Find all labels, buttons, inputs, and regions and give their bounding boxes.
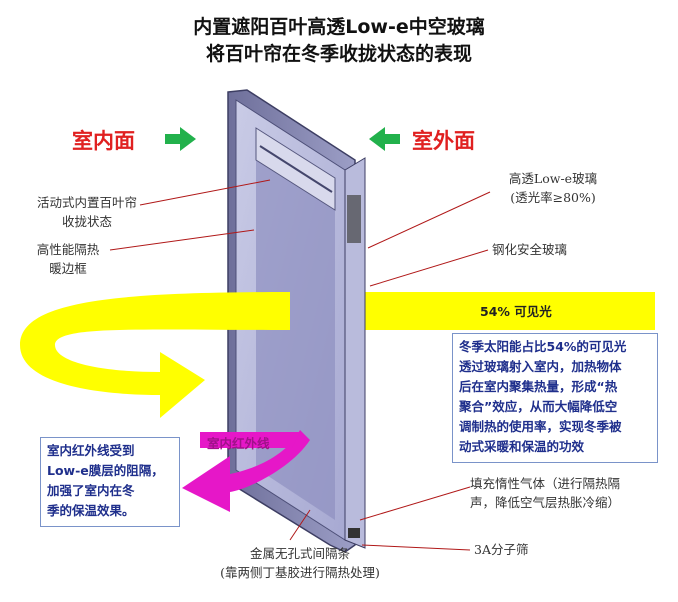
box-right-line-3: 后在室内聚集热量，形成“热 [459,379,618,394]
molecular-sieve [348,528,360,538]
frame-label: 高性能隔热 暖边框 [18,240,118,278]
visible-light-band [290,292,655,330]
visible-light-label: 54% 可见光 [480,304,552,319]
lowe-label-line-2: (透光率≥80%) [510,190,596,205]
winter-solar-box: 冬季太阳能占比54%的可见光 透过玻璃射入室内，加热物体 后在室内聚集热量，形成… [452,333,658,463]
outdoor-side-label: 室外面 [412,129,475,153]
gas-label-line-1: 填充惰性气体（进行隔热隔 [470,476,621,491]
glass-inner-panel [256,158,335,520]
infrared-box: 室内红外线受到 Low-e膜层的阻隔， 加强了室内在冬 季的保温效果。 [40,437,180,527]
box-left-line-2: Low-e膜层的阻隔， [47,463,164,478]
box-right-line-4: 聚合”效应，从而大幅降低空 [459,399,618,414]
infrared-label: 室内红外线 [207,436,270,451]
infrared-label-band [200,432,300,448]
green-arrow-indoor [165,127,196,151]
visible-light-arrow [20,292,290,418]
green-arrow-outdoor [369,127,400,151]
blind-stack [347,195,361,243]
molecular-sieve-label: 3A分子筛 [474,542,529,557]
outer-glass-edge [344,157,366,549]
tempered-glass-label: 钢化安全玻璃 [492,242,568,257]
leader-lines [109,179,491,551]
lowe-glass-label: 高透Low-e玻璃 (透光率≥80%) [494,169,612,207]
spacer-label: 金属无孔式间隔条 (靠两侧丁基胶进行隔热处理) [200,544,400,582]
blind-label: 活动式内置百叶帘 收拢状态 [22,193,152,231]
box-right-line-5: 调制热的使用率，实现冬季被 [459,419,622,434]
inert-gas-label: 填充惰性气体（进行隔热隔 声，降低空气层热胀冷缩） [470,474,620,512]
gas-label-line-2: 声，降低空气层热胀冷缩） [470,495,621,510]
blind-label-line-1: 活动式内置百叶帘 [36,195,137,210]
lowe-label-line-1: 高透Low-e玻璃 [508,171,598,186]
frame-label-line-1: 高性能隔热 [36,242,100,257]
blind-label-line-2: 收拢状态 [61,214,112,229]
title-line-2: 将百叶帘在冬季收拢状态的表现 [205,43,472,65]
infrared-arrow [182,430,310,512]
frame-label-line-2: 暖边框 [49,261,87,276]
indoor-side-label: 室内面 [72,129,135,153]
box-left-line-3: 加强了室内在冬 [47,483,135,498]
spacer-label-line-1: 金属无孔式间隔条 [249,546,350,561]
title-line-1: 内置遮阳百叶高透Low-e中空玻璃 [193,16,485,38]
box-right-line-1: 冬季太阳能占比54%的可见光 [459,339,627,354]
box-left-line-4: 季的保温效果。 [47,503,135,518]
box-right-line-6: 动式采暖和保温的功效 [459,439,585,454]
box-right-line-2: 透过玻璃射入室内，加热物体 [459,359,622,374]
box-left-line-1: 室内红外线受到 [47,443,135,458]
spacer-label-line-2: (靠两侧丁基胶进行隔热处理) [220,565,380,580]
